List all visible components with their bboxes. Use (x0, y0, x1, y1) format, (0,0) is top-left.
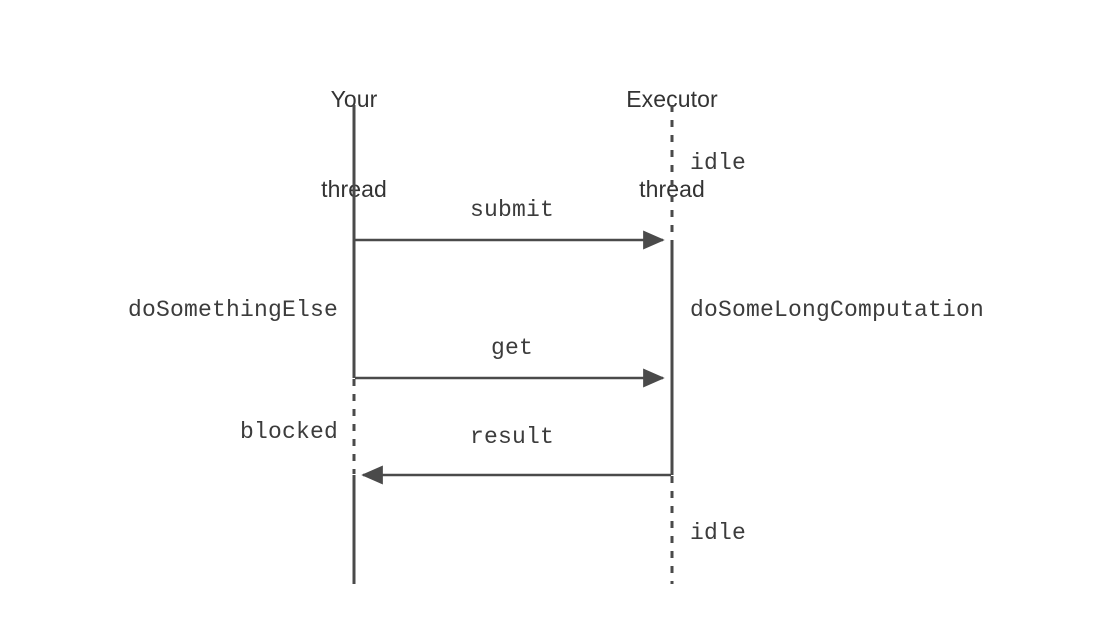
state-label-idle-bottom: idle (690, 520, 747, 546)
message-label-submit: submit (469, 197, 555, 223)
message-label-get: get (490, 335, 534, 361)
message-label-result: result (469, 424, 555, 450)
state-label-blocked: blocked (239, 419, 338, 445)
state-label-do-something-else: doSomethingElse (127, 297, 338, 323)
state-label-idle-top: idle (690, 150, 747, 176)
state-label-do-some-long-computation: doSomeLongComputation (690, 297, 985, 323)
